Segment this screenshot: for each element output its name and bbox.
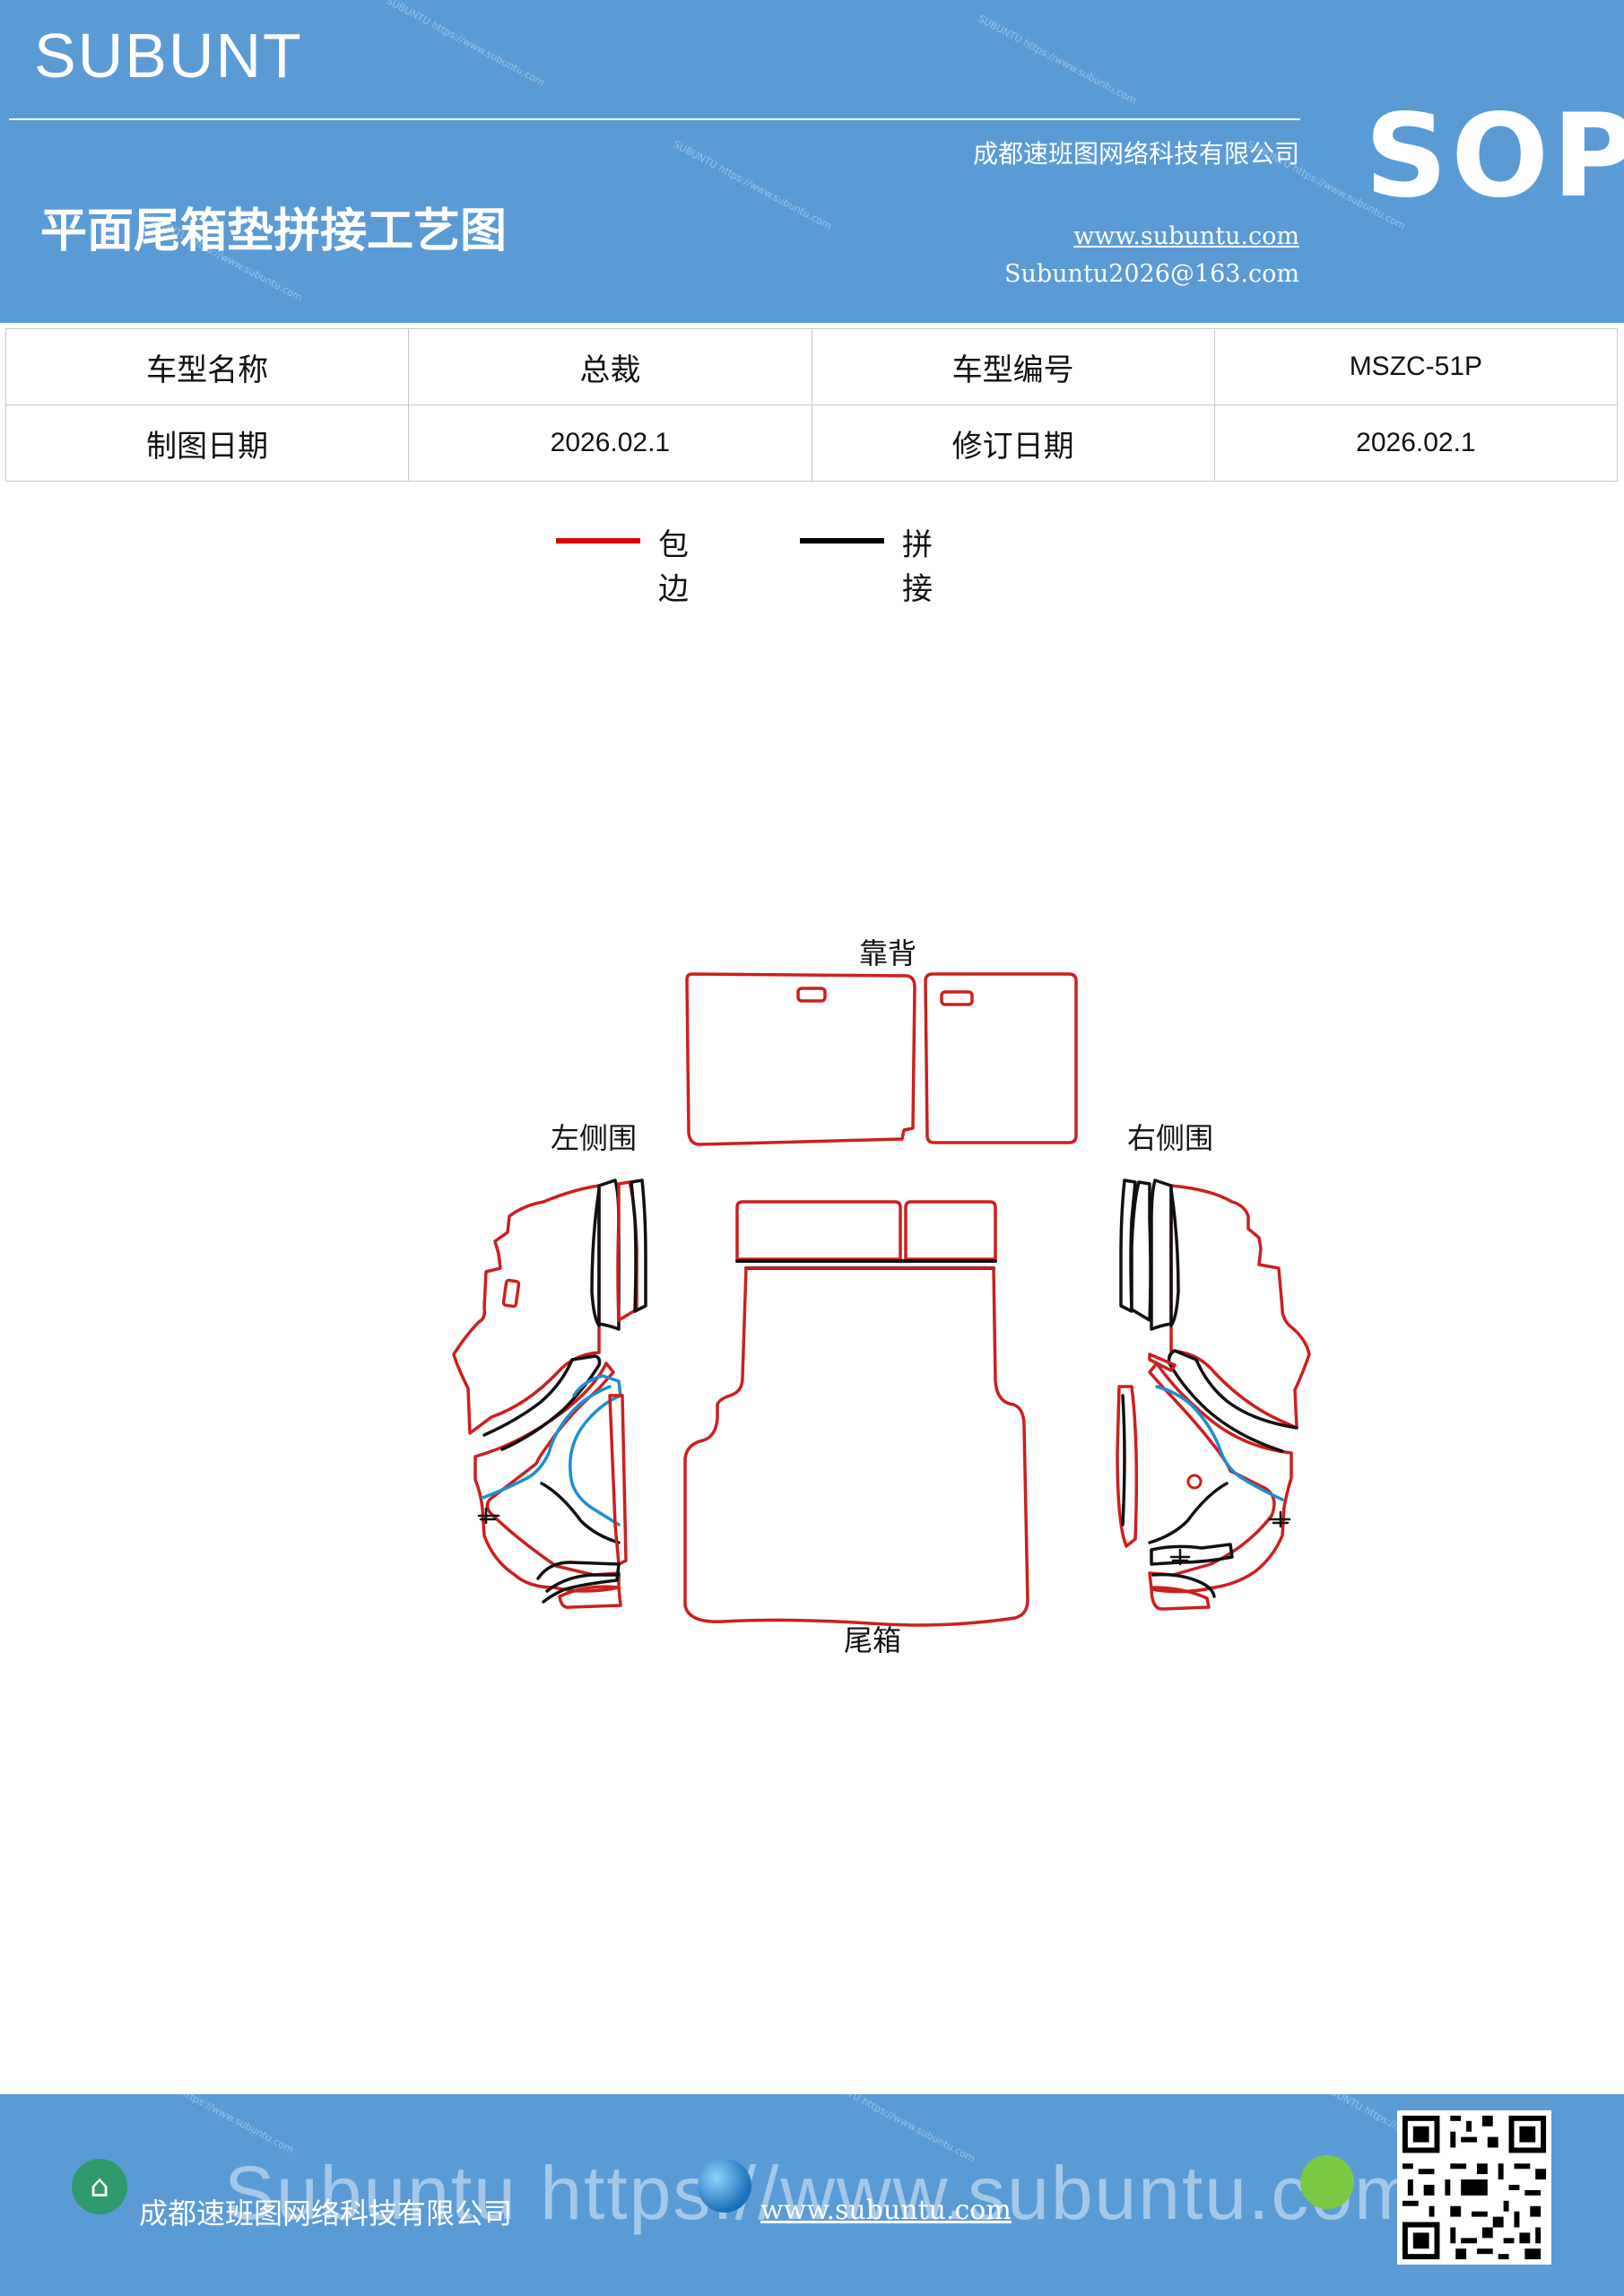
table-cell: 车型编号	[811, 328, 1215, 405]
left-side-vertical-strip	[590, 1187, 601, 1327]
right-side-mark	[1268, 1510, 1291, 1528]
right-side-vertical-strip	[1169, 1187, 1180, 1327]
table-cell: 修订日期	[811, 404, 1215, 482]
label-right-side: 右侧围	[1127, 1121, 1213, 1155]
table-cell: 总裁	[408, 328, 812, 405]
header-divider	[9, 118, 1300, 120]
table-cell: MSZC-51P	[1213, 328, 1619, 405]
backrest-right-slot	[940, 990, 974, 1006]
left-side-slot	[501, 1278, 521, 1309]
label-backrest: 靠背	[859, 936, 916, 970]
right-side-bottom-strip	[1150, 1586, 1211, 1611]
right-side-bottom-strip	[1150, 1543, 1234, 1566]
right-side-vertical-strip	[1150, 1178, 1173, 1331]
right-side-vertical-strip	[1119, 1178, 1137, 1313]
backrest-right-panel	[924, 972, 1078, 1144]
table-row: 车型名称 总裁 车型编号 MSZC-51P	[4, 328, 1619, 405]
left-side-arch-guide	[569, 1374, 622, 1526]
right-side-arch-guide	[1155, 1385, 1284, 1501]
left-side-bottom-strip	[558, 1585, 622, 1609]
right-side-inner-piece	[1116, 1385, 1139, 1548]
header-banner: SUBUNTU https://www.subuntu.com SUBUNTU …	[0, 0, 1624, 323]
label-left-side: 左侧围	[551, 1121, 637, 1155]
right-side-bottom-strip	[1151, 1572, 1216, 1598]
left-side-arch-guide	[481, 1385, 612, 1500]
label-trunk: 尾箱	[844, 1623, 901, 1657]
backrest-left-panel	[685, 972, 916, 1146]
sop-badge: SOP	[1365, 90, 1624, 223]
right-side-vertical-strip	[1130, 1180, 1152, 1322]
legend-label-edge: 包边	[658, 527, 689, 607]
table-cell: 制图日期	[4, 404, 410, 482]
table-cell: 车型名称	[4, 328, 410, 405]
footer-company: 成都速班图网络科技有限公司	[139, 2196, 513, 2231]
brand-name: SUBUNT	[34, 21, 303, 91]
left-side-arch-seam	[540, 1482, 621, 1544]
globe-icon	[698, 2159, 751, 2213]
left-side-vertical-strip	[597, 1178, 621, 1331]
legend-swatch-seam	[800, 538, 884, 544]
table-cell: 2026.02.1	[1213, 404, 1619, 482]
qr-code	[1397, 2110, 1551, 2265]
right-side-arch-seam	[1148, 1482, 1229, 1544]
left-side-arch-seam	[482, 1354, 602, 1451]
trunk-top-strip-right	[904, 1200, 997, 1261]
right-side-inner-piece	[1121, 1394, 1126, 1526]
left-side-inner-piece	[608, 1394, 628, 1566]
trunk-top-strip-left	[735, 1200, 902, 1261]
right-side-accent	[1148, 1352, 1177, 1372]
right-side-arch-seam	[1167, 1349, 1298, 1453]
watermark: SUBUNTU https://www.subuntu.com	[133, 2094, 296, 2156]
table-cell: 2026.02.1	[408, 404, 812, 482]
legend-swatch-edge	[556, 538, 640, 544]
contact-email[interactable]: Subuntu2026@163.com	[1004, 260, 1299, 288]
trunk-floor-panel	[683, 1266, 1029, 1627]
right-side-mark	[1169, 1548, 1191, 1566]
right-side-hole	[1186, 1474, 1203, 1490]
document-title: 平面尾箱垫拼接工艺图	[40, 204, 508, 258]
footer-banner: SUBUNTU https://www.subuntu.com SUBUNTU …	[0, 2094, 1624, 2296]
left-side-outer-panel	[452, 1184, 601, 1435]
info-table: 车型名称 总裁 车型编号 MSZC-51P 制图日期 2026.02.1 修订日…	[4, 328, 1619, 482]
legend-label-seam: 拼接	[902, 527, 933, 607]
footer-watermark-text: Subuntu https://www.subuntu.com	[224, 2151, 1420, 2235]
left-side-mark	[477, 1507, 500, 1525]
company-name: 成都速班图网络科技有限公司	[972, 139, 1299, 169]
left-side-lower-panel	[473, 1361, 621, 1593]
left-side-vertical-strip	[630, 1178, 647, 1313]
left-side-bottom-strip	[545, 1573, 621, 1593]
wechat-icon[interactable]	[1300, 2155, 1354, 2209]
table-row: 制图日期 2026.02.1 修订日期 2026.02.1	[4, 404, 1619, 482]
right-side-lower-panel	[1148, 1361, 1293, 1594]
right-side-outer-panel	[1169, 1184, 1311, 1430]
backrest-left-slot	[796, 987, 827, 1003]
footer-website-link[interactable]: www.subuntu.com	[760, 2195, 1012, 2226]
left-side-bottom-strip	[536, 1561, 621, 1604]
website-link[interactable]: www.subuntu.com	[1073, 222, 1299, 250]
building-icon: ⌂	[72, 2159, 127, 2214]
cargo-mat-diagram: 靠背 左侧围 右侧围 尾箱	[452, 936, 1311, 1657]
